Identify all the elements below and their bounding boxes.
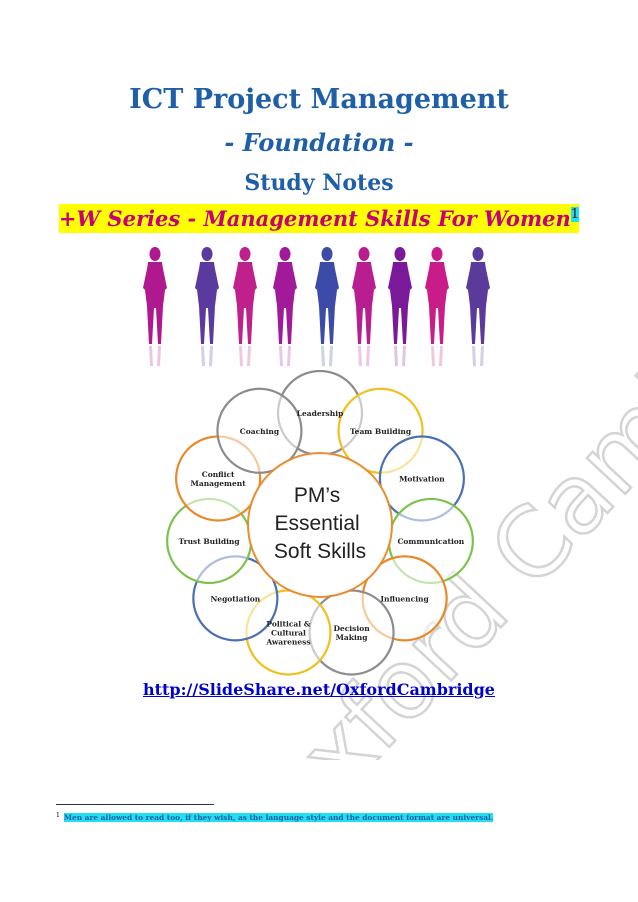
skill-label: Coaching (240, 427, 280, 436)
skill-circle (216, 387, 303, 474)
skill-label: Negotiation (210, 594, 260, 603)
series-title-text: +W Series - Management Skills For Women (58, 206, 571, 231)
woman-silhouette (466, 247, 490, 366)
woman-silhouette (143, 247, 167, 366)
center-line-2: Essential (274, 512, 359, 535)
woman-silhouette (315, 247, 339, 366)
footnote-marker[interactable]: 1 (570, 207, 580, 222)
footnote-number: 1 (56, 812, 60, 819)
woman-silhouette (388, 247, 412, 366)
series-title: +W Series - Management Skills For Women1 (58, 204, 580, 233)
woman-silhouette (425, 247, 449, 366)
slideshare-link[interactable]: http://SlideShare.net/OxfordCambridge (143, 680, 495, 699)
center-label: PM’s Essential Soft Skills (274, 484, 366, 563)
skill-label: Influencing (381, 594, 430, 603)
woman-silhouette (352, 247, 376, 366)
page-title: ICT Project Management (129, 84, 509, 115)
page-subtitle: - Foundation - (224, 128, 414, 157)
skill-label: Leadership (297, 409, 344, 418)
soft-skills-diagram: PM’s Essential Soft Skills LeadershipTea… (166, 370, 474, 676)
woman-silhouette (273, 247, 297, 366)
study-notes-heading: Study Notes (244, 170, 394, 196)
women-silhouettes-image (143, 247, 490, 366)
series-banner: +W Series - Management Skills For Women1 (0, 204, 638, 233)
skill-label: Trust Building (179, 537, 241, 546)
woman-silhouette (233, 247, 257, 366)
center-circle (247, 452, 393, 598)
skill-label: Team Building (350, 427, 412, 436)
woman-silhouette (195, 247, 219, 366)
footnote-text: Men are allowed to read too, if they wis… (63, 813, 494, 823)
center-line-1: PM’s (294, 484, 340, 507)
footnote-divider (56, 804, 214, 805)
skill-label: Motivation (399, 474, 445, 483)
center-line-3: Soft Skills (274, 540, 366, 563)
skill-label: Communication (397, 537, 464, 546)
